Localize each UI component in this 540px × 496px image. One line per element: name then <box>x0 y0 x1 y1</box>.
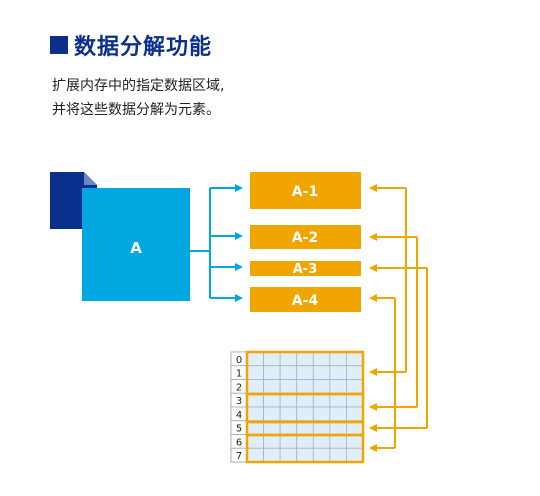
row-label: 3 <box>236 396 242 407</box>
grid-cell <box>246 365 264 380</box>
grid-cell <box>312 447 331 463</box>
element-label-a2: A-2 <box>292 230 318 246</box>
grid-cell <box>279 447 298 463</box>
description-line-2: 并将这些数据分解为元素。 <box>52 102 220 118</box>
grid-cell <box>329 434 347 449</box>
grid-cell <box>346 392 364 408</box>
grid-cell <box>263 379 281 394</box>
grid-cell <box>346 406 364 422</box>
grid-cell <box>279 365 298 380</box>
element-label-a3: A-3 <box>293 262 318 277</box>
grid-cell <box>279 351 298 367</box>
grid-cell <box>346 434 364 449</box>
grid-cell <box>263 447 281 463</box>
memory-grid: 0 1 2 3 4 5 6 7 <box>230 350 365 464</box>
grid-cell <box>312 351 331 367</box>
element-label-a4: A-4 <box>292 293 319 309</box>
grid-cell <box>279 434 298 449</box>
grid-cell <box>246 351 264 367</box>
row-label: 6 <box>236 437 242 448</box>
grid-cell <box>263 351 281 367</box>
grid-cell <box>346 365 364 380</box>
grid-cell <box>246 379 264 394</box>
grid-cell <box>279 392 298 408</box>
element-bar-a3 <box>250 261 361 276</box>
grid-cell <box>246 434 264 449</box>
description-line-1: 扩展内存中的指定数据区域, <box>52 78 225 94</box>
source-block <box>82 188 190 301</box>
grid-cell <box>263 392 281 408</box>
grid-cell <box>296 379 314 394</box>
grid-cell <box>246 392 264 408</box>
row-label: 2 <box>236 382 242 393</box>
grid-cell <box>246 447 264 463</box>
element-bar-a4 <box>250 287 361 312</box>
title-square-icon <box>50 36 68 54</box>
section-title: 数据分解功能 <box>50 29 212 61</box>
grid-cell <box>346 379 364 394</box>
element-label-a1: A-1 <box>292 184 318 200</box>
grid-cell <box>246 406 264 422</box>
grid-cell <box>296 434 314 449</box>
row-label: 7 <box>236 451 242 462</box>
grid-cell <box>312 434 331 449</box>
grid-cell <box>263 434 281 449</box>
row-label: 4 <box>236 410 242 421</box>
grid-cell <box>329 447 347 463</box>
grid-cell <box>279 406 298 422</box>
grid-cell <box>329 365 347 380</box>
grid-cell <box>279 379 298 394</box>
grid-cell <box>312 365 331 380</box>
grid-cell <box>329 379 347 394</box>
grid-cell <box>346 351 364 367</box>
grid-cell <box>296 447 314 463</box>
grid-cell <box>329 351 347 367</box>
row-label: 5 <box>236 424 242 435</box>
element-bar-a1 <box>250 172 361 209</box>
grid-group-outlines <box>245 350 365 464</box>
grid-cell <box>296 406 314 422</box>
element-bar-a2 <box>250 225 361 249</box>
source-connectors <box>190 184 243 302</box>
grid-cell <box>312 392 331 408</box>
group-a4-outline <box>245 433 365 464</box>
source-label: A <box>130 239 142 257</box>
grid-cell <box>296 351 314 367</box>
grid-cell <box>312 379 331 394</box>
grid-cell <box>329 392 347 408</box>
grid-connectors <box>369 184 428 452</box>
grid-cell <box>329 406 347 422</box>
row-label: 1 <box>236 369 242 380</box>
grid-cell <box>263 406 281 422</box>
grid-cell <box>263 365 281 380</box>
row-label: 0 <box>236 355 242 366</box>
grid-cell <box>296 392 314 408</box>
grid-cell <box>312 406 331 422</box>
description: 扩展内存中的指定数据区域, 并将这些数据分解为元素。 <box>52 74 224 122</box>
grid-cell <box>296 365 314 380</box>
grid-cell <box>346 447 364 463</box>
page-title: 数据分解功能 <box>74 35 213 60</box>
